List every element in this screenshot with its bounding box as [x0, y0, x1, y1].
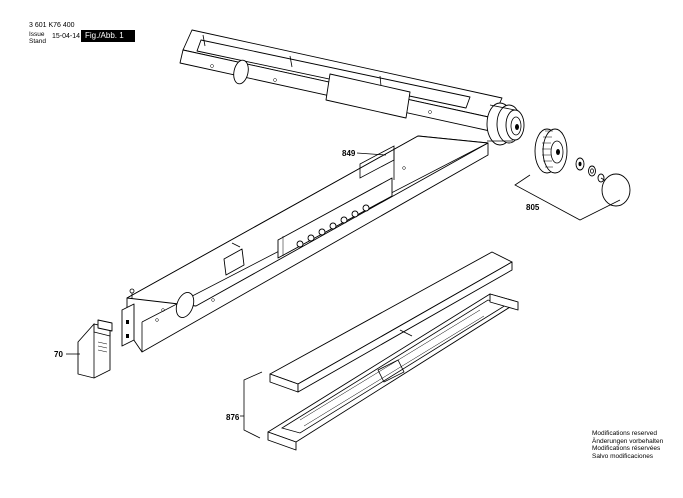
hinge-joint: [486, 102, 525, 146]
note-fr: Modifications réservées: [592, 445, 661, 453]
callout-876-bracket: [243, 371, 263, 439]
callout-70: 70: [54, 350, 63, 359]
upper-arm: [179, 29, 503, 132]
figure-label: Fig./Abb. 1: [81, 30, 135, 42]
callout-805-bracket: [514, 174, 621, 221]
callout-849-leader: [356, 152, 387, 156]
callout-805: 805: [526, 203, 540, 212]
modifications-note: Modifications reserved Änderungen vorbeh…: [592, 430, 663, 460]
slide-frame: [267, 293, 519, 451]
knob: [534, 128, 568, 174]
issue-label: Issue Stand: [29, 31, 46, 45]
callout-876: 876: [226, 413, 240, 422]
issue-date: 15-04-14: [52, 33, 81, 40]
small-hardware: [575, 157, 631, 207]
lower-arm: [121, 135, 489, 353]
note-de: Änderungen vorbehalten: [592, 437, 664, 445]
note-es: Salvo modificaciones: [592, 452, 654, 460]
note-en: Modifications reserved: [592, 430, 658, 437]
callout-849: 849: [342, 149, 356, 158]
battery-cover: [77, 319, 113, 379]
issue-label-en: Issue: [29, 31, 45, 38]
cover-rail: [269, 251, 513, 393]
part-number: 3 601 K76 400: [29, 22, 75, 29]
issue-label-de: Stand: [29, 38, 46, 45]
